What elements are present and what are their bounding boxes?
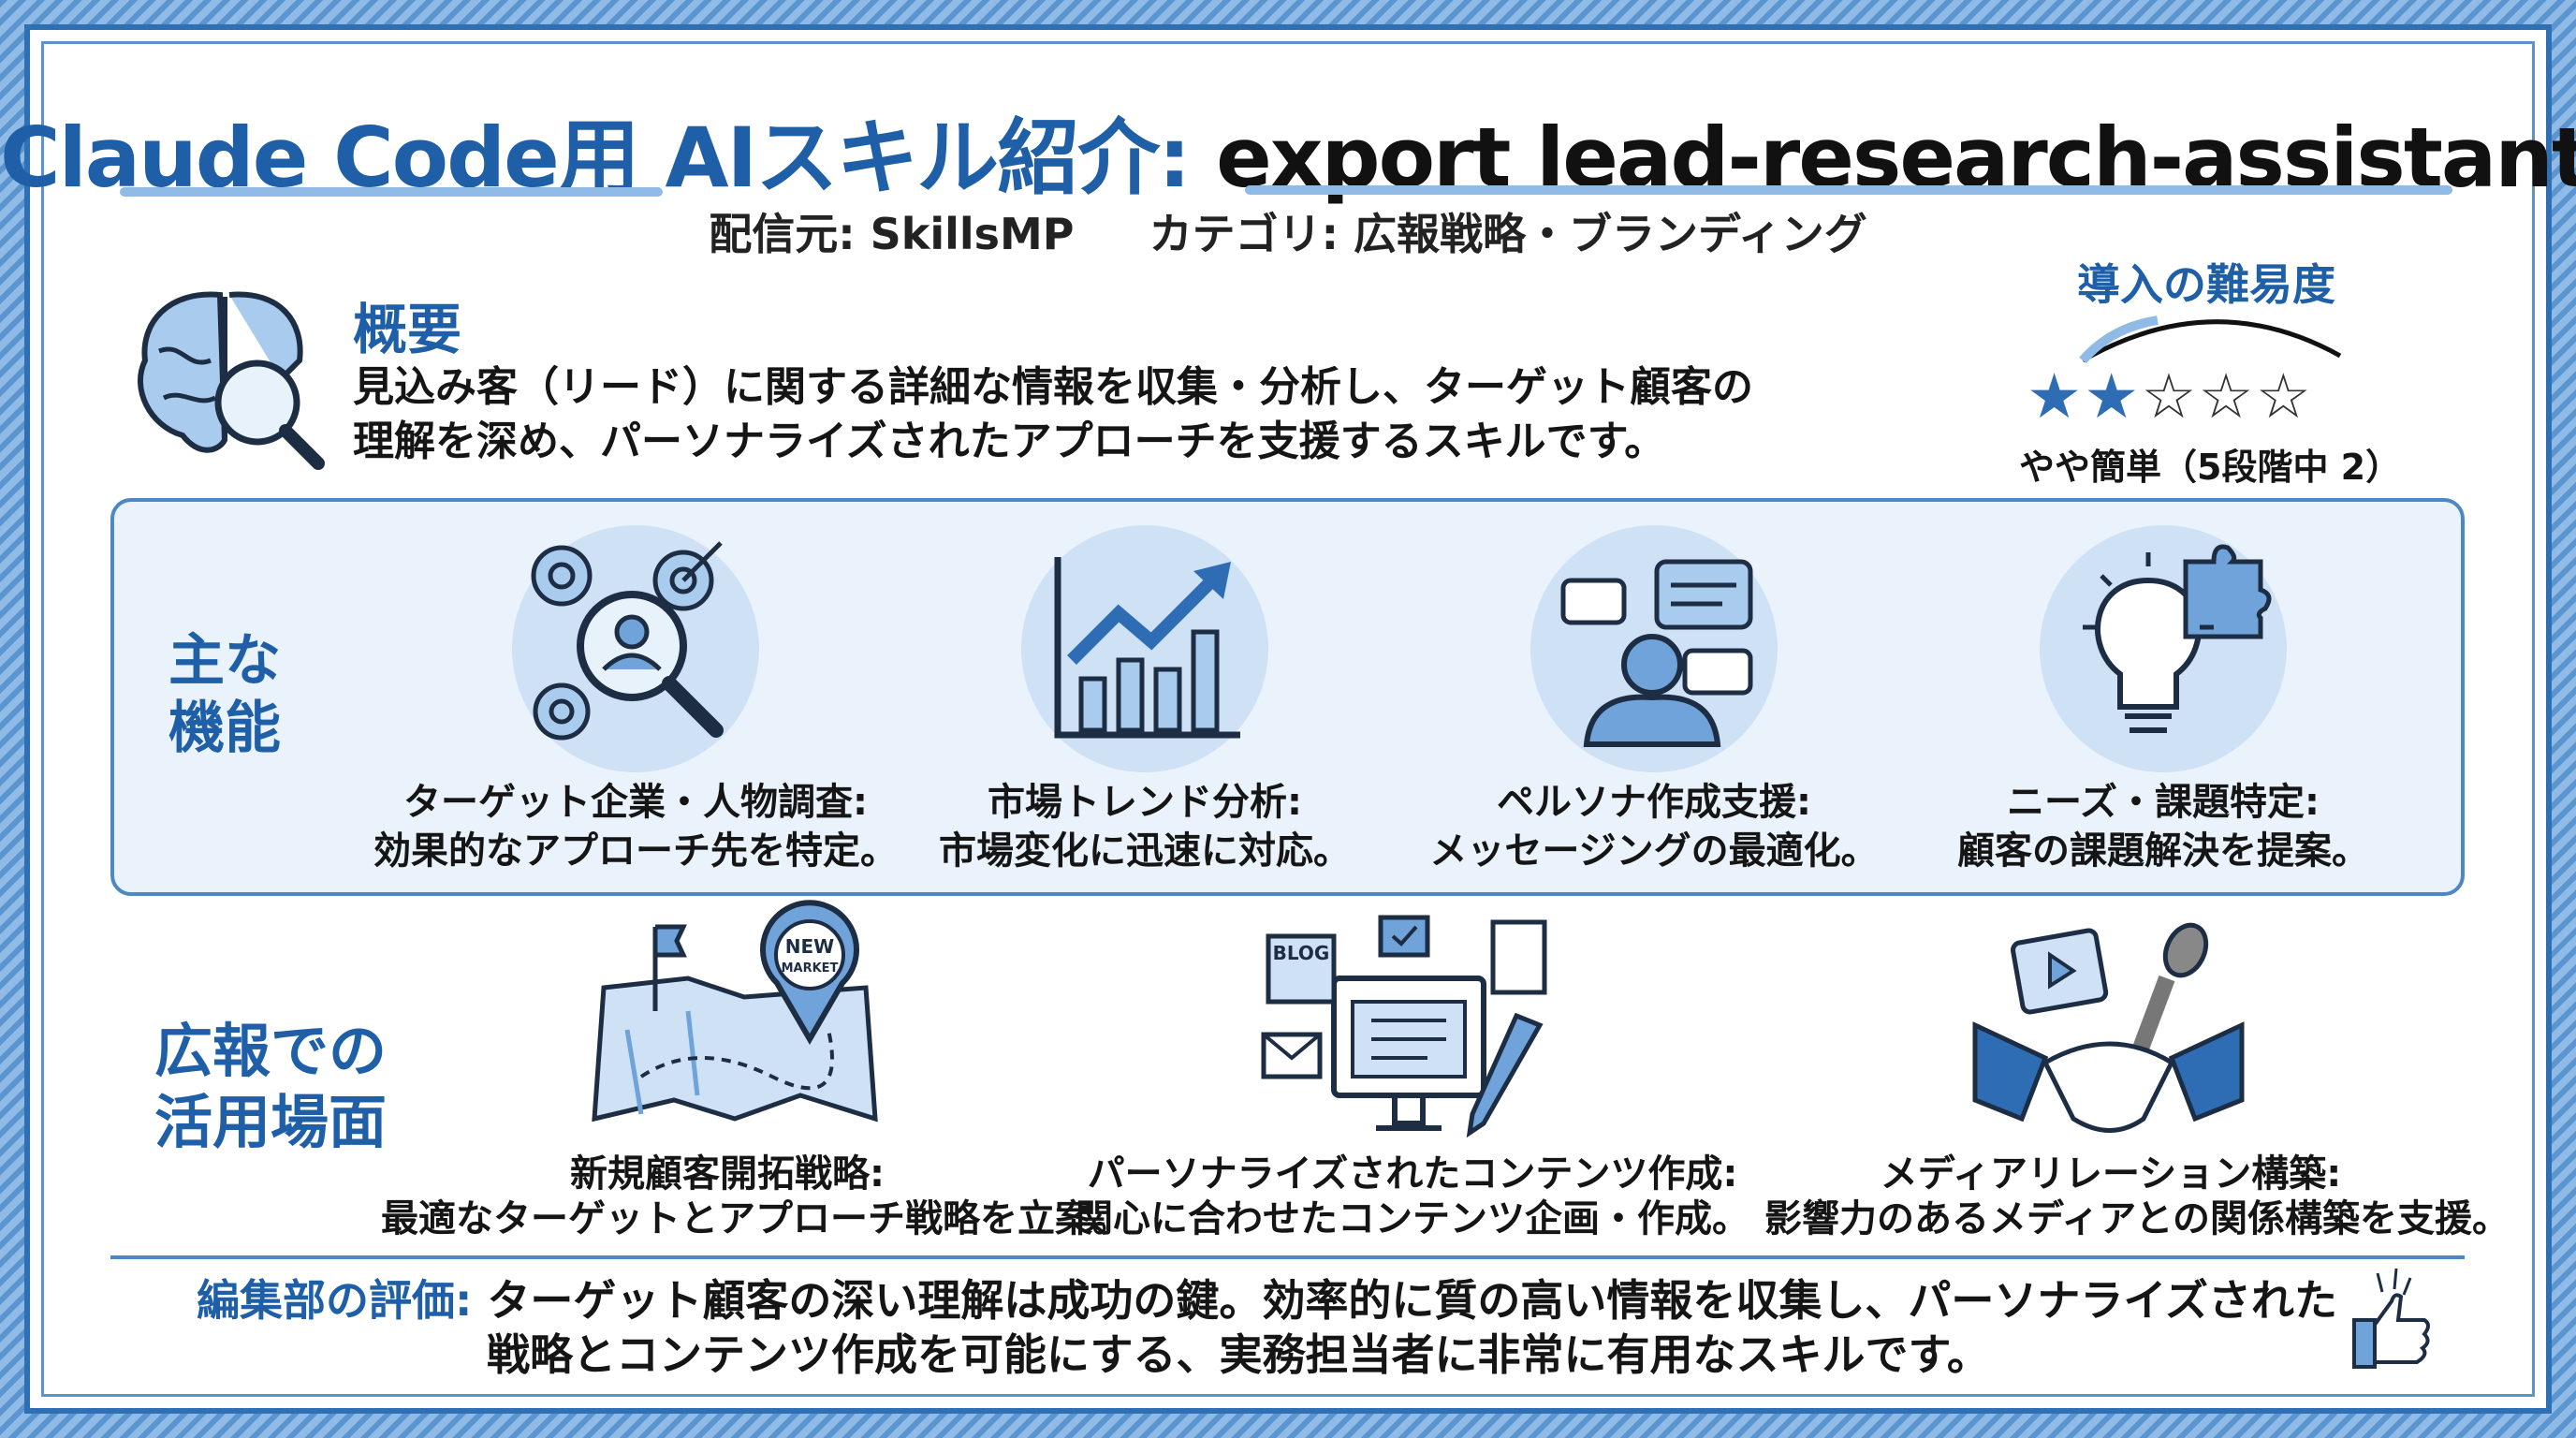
- evaluation-line: ターゲット顧客の深い理解は成功の鍵。効率的に質の高い情報を収集し、パーソナライズ…: [487, 1275, 2338, 1326]
- usecase-caption: メディアリレーション構築:影響力のあるメディアとの関係構築を支援。: [1764, 1152, 2510, 1241]
- features-heading-line: 機能: [168, 696, 281, 761]
- feature-title: ペルソナ作成支援:: [1497, 781, 1811, 824]
- usecase-title: メディアリレーション構築:: [1880, 1152, 2342, 1196]
- star-empty-icon: ☆: [2255, 360, 2313, 433]
- feature-desc: 顧客の課題解決を提案。: [1957, 829, 2369, 873]
- persona-chat-icon: [1560, 559, 1753, 747]
- usecase-desc: 最適なターゲットとアプローチ戦略を立案。: [381, 1197, 1130, 1240]
- usecase-desc: 関心に合わせたコンテンツ企画・作成。: [1076, 1197, 1749, 1240]
- arc-icon: [2079, 315, 2342, 364]
- feature-title: 市場トレンド分析:: [988, 781, 1302, 824]
- thumbs-up-icon: [2352, 1268, 2430, 1369]
- overview-line: 見込み客（リード）に関する詳細な情報を収集・分析し、ターゲット顧客の: [353, 363, 1753, 411]
- feature-title: ターゲット企業・人物調査:: [403, 781, 868, 824]
- feature-desc: 効果的なアプローチ先を特定。: [373, 829, 898, 873]
- usecase-desc: 影響力のあるメディアとの関係構築を支援。: [1764, 1197, 2510, 1240]
- inner-border: [41, 41, 2535, 1397]
- features-heading-line: 主な: [168, 628, 281, 694]
- feature-title: ニーズ・課題特定:: [2007, 781, 2320, 824]
- difficulty-stars: ★★☆☆☆: [2027, 360, 2313, 433]
- map-pin-icon: NEW MARKET: [592, 900, 878, 1123]
- blog-badge: BLOG: [1273, 942, 1330, 964]
- evaluation-label: 編集部の評価:: [197, 1275, 473, 1326]
- usecase-title: 新規顧客開拓戦略:: [570, 1152, 885, 1196]
- title-underline: [120, 187, 663, 197]
- pin-text: NEW: [785, 935, 834, 958]
- evaluation-line: 戦略とコンテンツ作成を可能にする、実務担当者に非常に有用なスキルです。: [487, 1329, 1990, 1380]
- usecase-caption: パーソナライズされたコンテンツ作成:関心に合わせたコンテンツ企画・作成。: [1066, 1152, 1759, 1241]
- growth-chart-icon: [1054, 557, 1240, 739]
- content-monitor-icon: BLOG: [1261, 915, 1547, 1138]
- evaluation: 編集部の評価: ターゲット顧客の深い理解は成功の鍵。効率的に質の高い情報を収集し…: [197, 1273, 2337, 1382]
- usecase-title: パーソナライズされたコンテンツ作成:: [1087, 1152, 1738, 1196]
- feature-desc: メッセージングの最適化。: [1429, 829, 1879, 873]
- usecases-heading-line: 活用場面: [154, 1088, 388, 1156]
- usecases-heading-line: 広報での: [154, 1017, 388, 1085]
- usecase-caption: 新規顧客開拓戦略:最適なターゲットとアプローチ戦略を立案。: [381, 1152, 1130, 1241]
- divider: [110, 1255, 2465, 1259]
- target-search-person-icon: [531, 541, 724, 741]
- subtitle: 配信元: SkillsMP カテゴリ: 広報戦略・ブランディング: [709, 209, 1867, 259]
- pin-text: MARKET: [782, 961, 839, 976]
- overview-line: 理解を深め、パーソナライズされたアプローチを支援するスキルです。: [353, 418, 1666, 465]
- star-filled-icon: ★: [2084, 360, 2142, 433]
- star-filled-icon: ★: [2027, 360, 2085, 433]
- overview-description: 見込み客（リード）に関する詳細な情報を収集・分析し、ターゲット顧客の 理解を深め…: [353, 360, 1753, 469]
- overview-heading: 概要: [353, 298, 462, 361]
- difficulty-heading: 導入の難易度: [2077, 259, 2335, 310]
- star-empty-icon: ☆: [2198, 360, 2256, 433]
- feature-caption: ニーズ・課題特定: 顧客の課題解決を提案。: [1882, 778, 2444, 875]
- title-underline: [1245, 185, 2452, 195]
- difficulty-label: やや簡単（5段階中 2）: [2019, 447, 2402, 488]
- feature-caption: 市場トレンド分析: 市場変化に迅速に対応。: [864, 778, 1426, 875]
- star-empty-icon: ☆: [2141, 360, 2199, 433]
- feature-caption: ターゲット企業・人物調査: 効果的なアプローチ先を特定。: [355, 778, 916, 875]
- brain-magnifier-icon: [138, 291, 325, 470]
- feature-caption: ペルソナ作成支援: メッセージングの最適化。: [1373, 778, 1935, 875]
- features-heading: 主な機能: [168, 627, 281, 762]
- usecases-heading: 広報での活用場面: [154, 1016, 387, 1158]
- lightbulb-puzzle-icon: [2083, 544, 2272, 733]
- handshake-media-icon: [1972, 922, 2245, 1133]
- feature-desc: 市場変化に迅速に対応。: [939, 829, 1351, 873]
